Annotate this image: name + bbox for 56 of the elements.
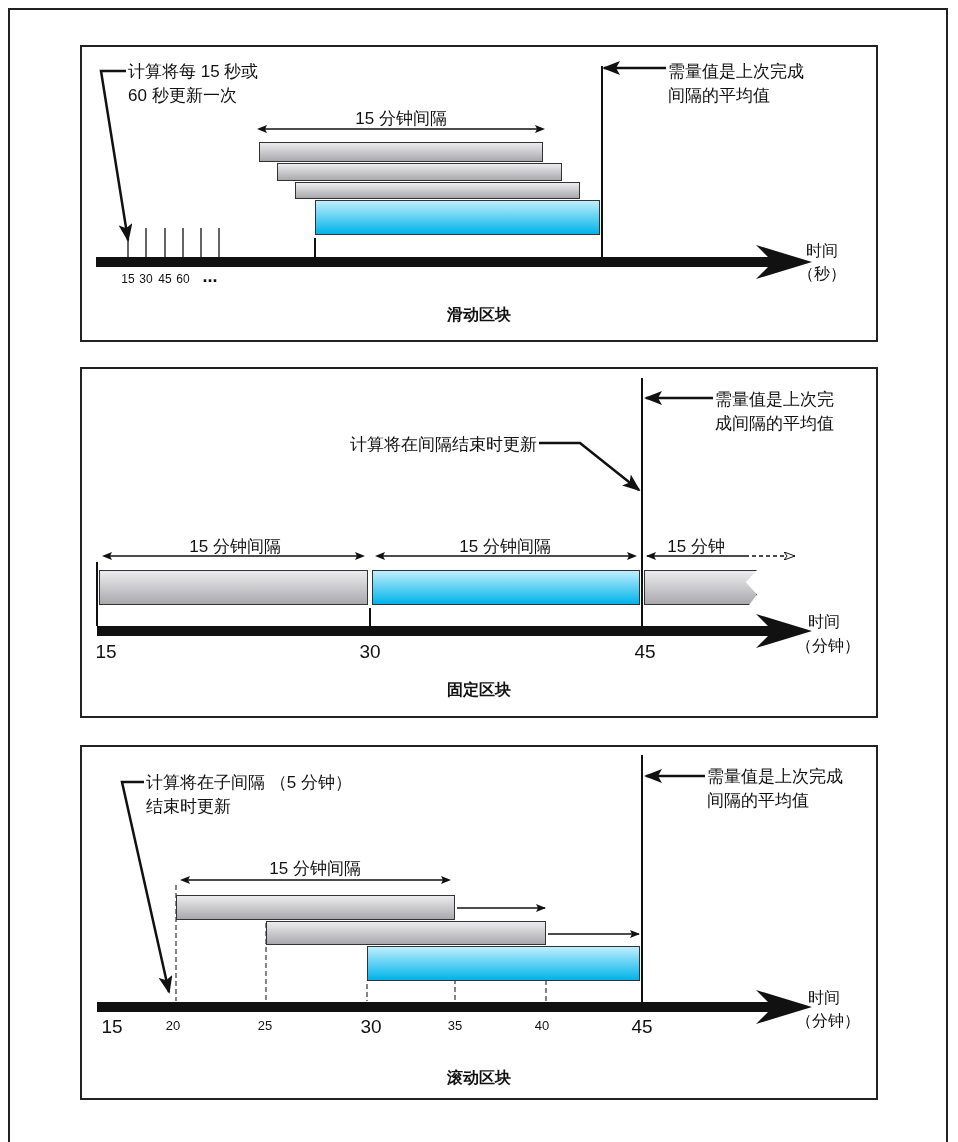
tick-label: 20 xyxy=(165,1018,181,1033)
shift-arrow xyxy=(547,930,640,938)
interval-bar xyxy=(315,200,600,235)
leader-arrow xyxy=(120,780,173,994)
panel xyxy=(80,367,878,718)
interval-bar xyxy=(266,921,546,945)
leader-arrow xyxy=(644,769,705,783)
interval-bar xyxy=(295,182,580,199)
tick-label: 15 xyxy=(95,641,117,663)
dimension-label: 15 分钟间隔 xyxy=(355,108,447,130)
callout-text: 需量值是上次完成间隔的平均值 xyxy=(707,765,857,813)
callout-text: 计算将在间隔结束时更新 xyxy=(350,433,537,457)
interval-bar xyxy=(176,895,455,920)
axis-label: 时间 xyxy=(808,988,840,1008)
tick-label: 30 xyxy=(139,272,153,286)
tick-label: 40 xyxy=(534,1018,550,1033)
dimension-label: 15 分钟间隔 xyxy=(189,536,281,558)
axis-label: （分钟） xyxy=(796,1011,860,1031)
interval-bar xyxy=(259,142,543,162)
dimension-label: 15 分钟 xyxy=(667,536,725,558)
callout-text: 需量值是上次完成间隔的平均值 xyxy=(715,388,850,436)
tick-label: 35 xyxy=(447,1018,463,1033)
callout-text: 需量值是上次完成间隔的平均值 xyxy=(668,60,818,108)
leader-arrow xyxy=(602,61,666,75)
leader-arrow xyxy=(99,69,133,242)
leader-arrow xyxy=(539,441,641,492)
dimension-label: 15 分钟间隔 xyxy=(459,536,551,558)
axis-label: （秒） xyxy=(798,264,846,284)
interval-bar xyxy=(277,163,562,181)
tick-label: 45 xyxy=(631,1016,653,1038)
tick-label: 30 xyxy=(360,1016,382,1038)
interval-bar xyxy=(372,570,640,605)
axis-label: （分钟） xyxy=(796,636,860,656)
panel-title: 滚动区块 xyxy=(447,1068,511,1088)
tick-label: 15 xyxy=(121,272,135,286)
tick-label: 15 xyxy=(101,1016,123,1038)
panel-title: 滑动区块 xyxy=(447,305,511,325)
interval-bar xyxy=(644,570,757,605)
interval-bar xyxy=(99,570,368,605)
axis-label: 时间 xyxy=(806,241,838,261)
leader-arrow xyxy=(644,391,713,405)
tick-label: 60 xyxy=(176,272,190,286)
tick-label: 45 xyxy=(158,272,172,286)
ellipsis: ... xyxy=(202,266,218,287)
shift-arrow xyxy=(456,904,546,912)
callout-text: 计算将每 15 秒或 60 秒更新一次 xyxy=(128,60,278,108)
tick-label: 25 xyxy=(257,1018,273,1033)
axis-label: 时间 xyxy=(808,612,840,632)
panel-title: 固定区块 xyxy=(447,680,511,700)
callout-text: 计算将在子间隔 （5 分钟）结束时更新 xyxy=(146,771,356,819)
interval-bar xyxy=(367,946,640,981)
panel xyxy=(80,45,878,342)
dimension-label: 15 分钟间隔 xyxy=(269,858,361,880)
panel xyxy=(80,745,878,1100)
tick-label: 45 xyxy=(634,641,656,663)
tick-label: 30 xyxy=(359,641,381,663)
